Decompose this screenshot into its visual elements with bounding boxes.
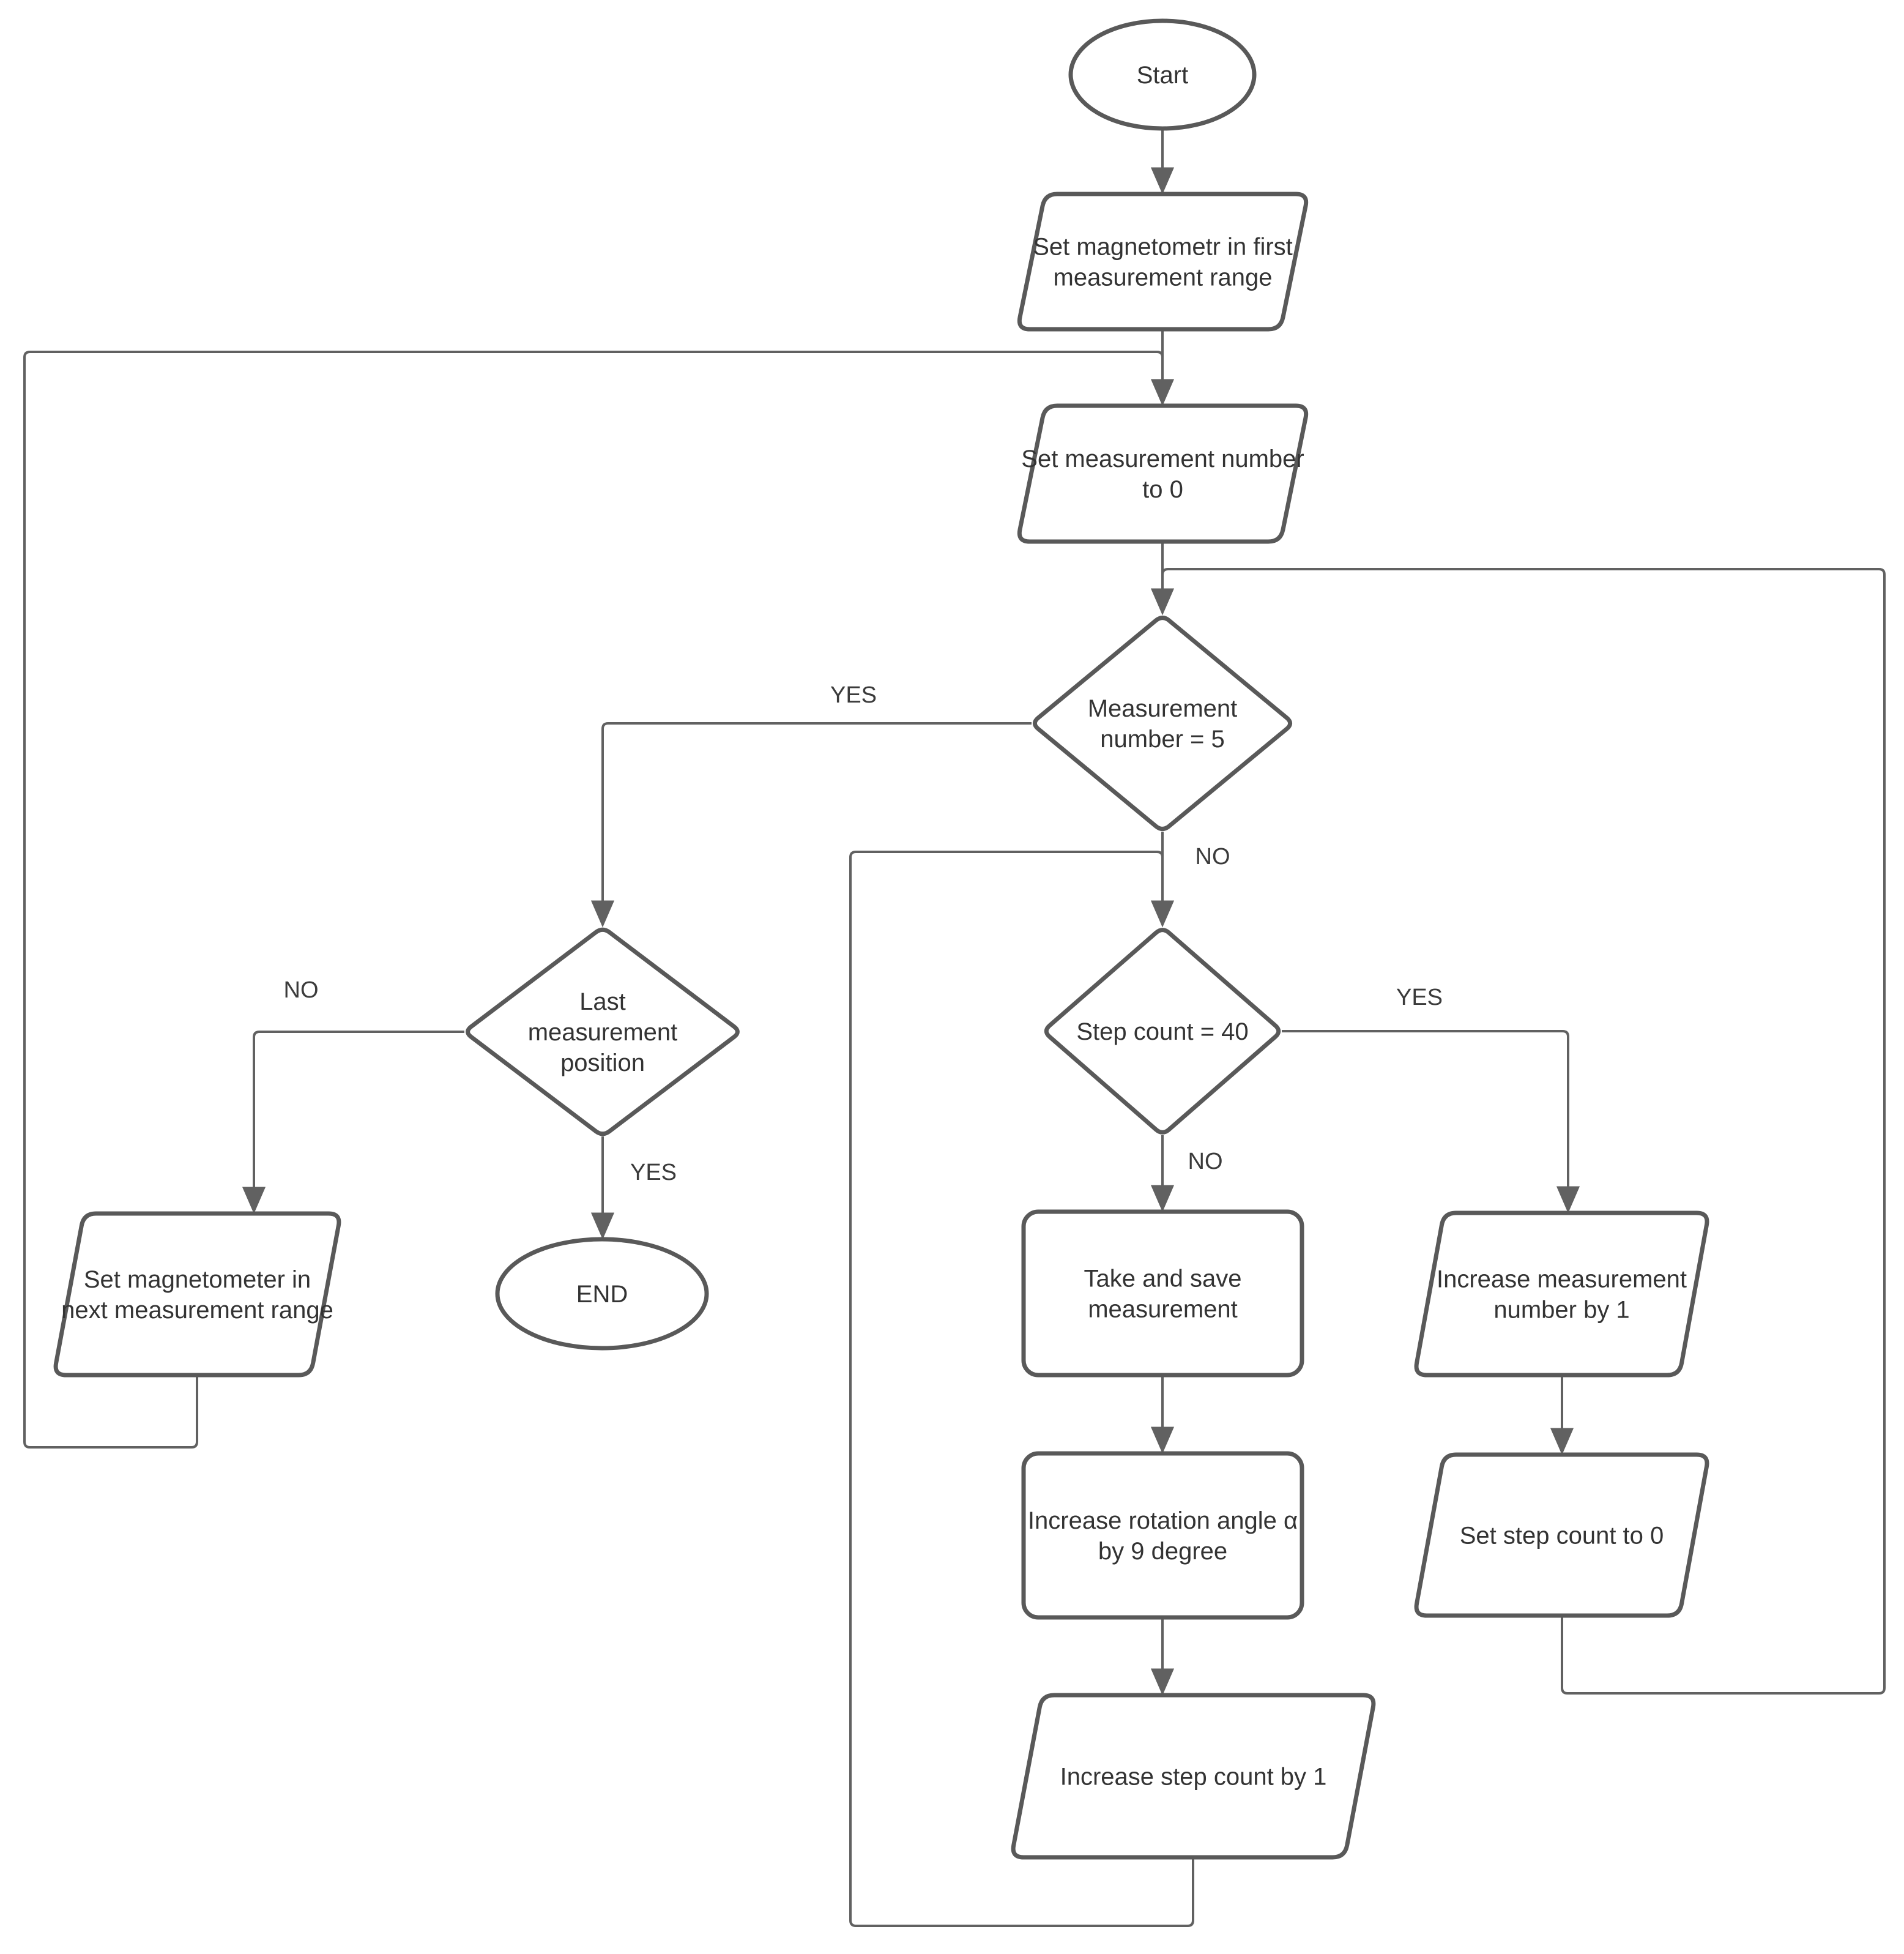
ellipse-shape (1068, 18, 1257, 131)
rect-shape (1021, 1451, 1304, 1620)
flowchart-edge-nextrange-loop-to-meas0 (23, 351, 1164, 1449)
edge-label-no: NO (284, 977, 319, 1003)
node-label: Step count = 40 (1076, 1018, 1248, 1045)
rect-shape (1021, 1209, 1304, 1378)
flowchart-edge-step40-no-to-takesave: NO (1150, 1135, 1223, 1212)
ellipse-shape (495, 1237, 709, 1351)
parallelogram-shape (1414, 1210, 1709, 1378)
parallelogram-shape (1017, 192, 1309, 332)
flowchart-edge-step40-yes-to-incrmeas: YES (1282, 985, 1580, 1214)
edge-label-yes: YES (830, 682, 877, 708)
flowchart-edge-setstep0-loop-to-meas5 (1161, 568, 1886, 1695)
diamond-shape (1044, 928, 1281, 1135)
diamond-shape (466, 927, 740, 1136)
parallelogram-shape (1011, 1693, 1376, 1860)
node-label: Increase step count by 1 (1060, 1764, 1327, 1791)
flowchart-edge-lastpos-no-to-nextrange: NO (242, 977, 464, 1214)
flowchart-edge-meas5-yes-to-lastpos: YES (590, 682, 1032, 928)
parallelogram-shape (1017, 403, 1309, 544)
flowchart-node-incr-step: Increase step count by 1 (1011, 1693, 1376, 1860)
flowchart-node-step-eq-40: Step count = 40 (1044, 928, 1281, 1135)
flowchart-node-start: Start (1068, 18, 1257, 131)
edge-label-yes: YES (1396, 985, 1443, 1010)
node-label: Start (1137, 62, 1188, 89)
flowchart-node-end: END (495, 1237, 709, 1351)
flowchart-edge-lastpos-yes-to-end: YES (590, 1136, 677, 1240)
flowchart-edge-incrstep-loop-to-step40 (849, 851, 1194, 1927)
edge-label-no: NO (1196, 844, 1230, 870)
edge-label-yes: YES (630, 1160, 677, 1185)
parallelogram-shape (53, 1211, 341, 1378)
diamond-shape (1032, 615, 1293, 832)
node-label: END (576, 1281, 628, 1308)
flowchart-edge-meas5-no-to-step40: NO (1150, 832, 1230, 928)
edge-label-no: NO (1188, 1149, 1223, 1174)
parallelogram-shape (1414, 1452, 1709, 1618)
flowchart-node-set-step-zero: Set step count to 0 (1414, 1452, 1709, 1618)
node-label: Set step count to 0 (1460, 1523, 1664, 1549)
